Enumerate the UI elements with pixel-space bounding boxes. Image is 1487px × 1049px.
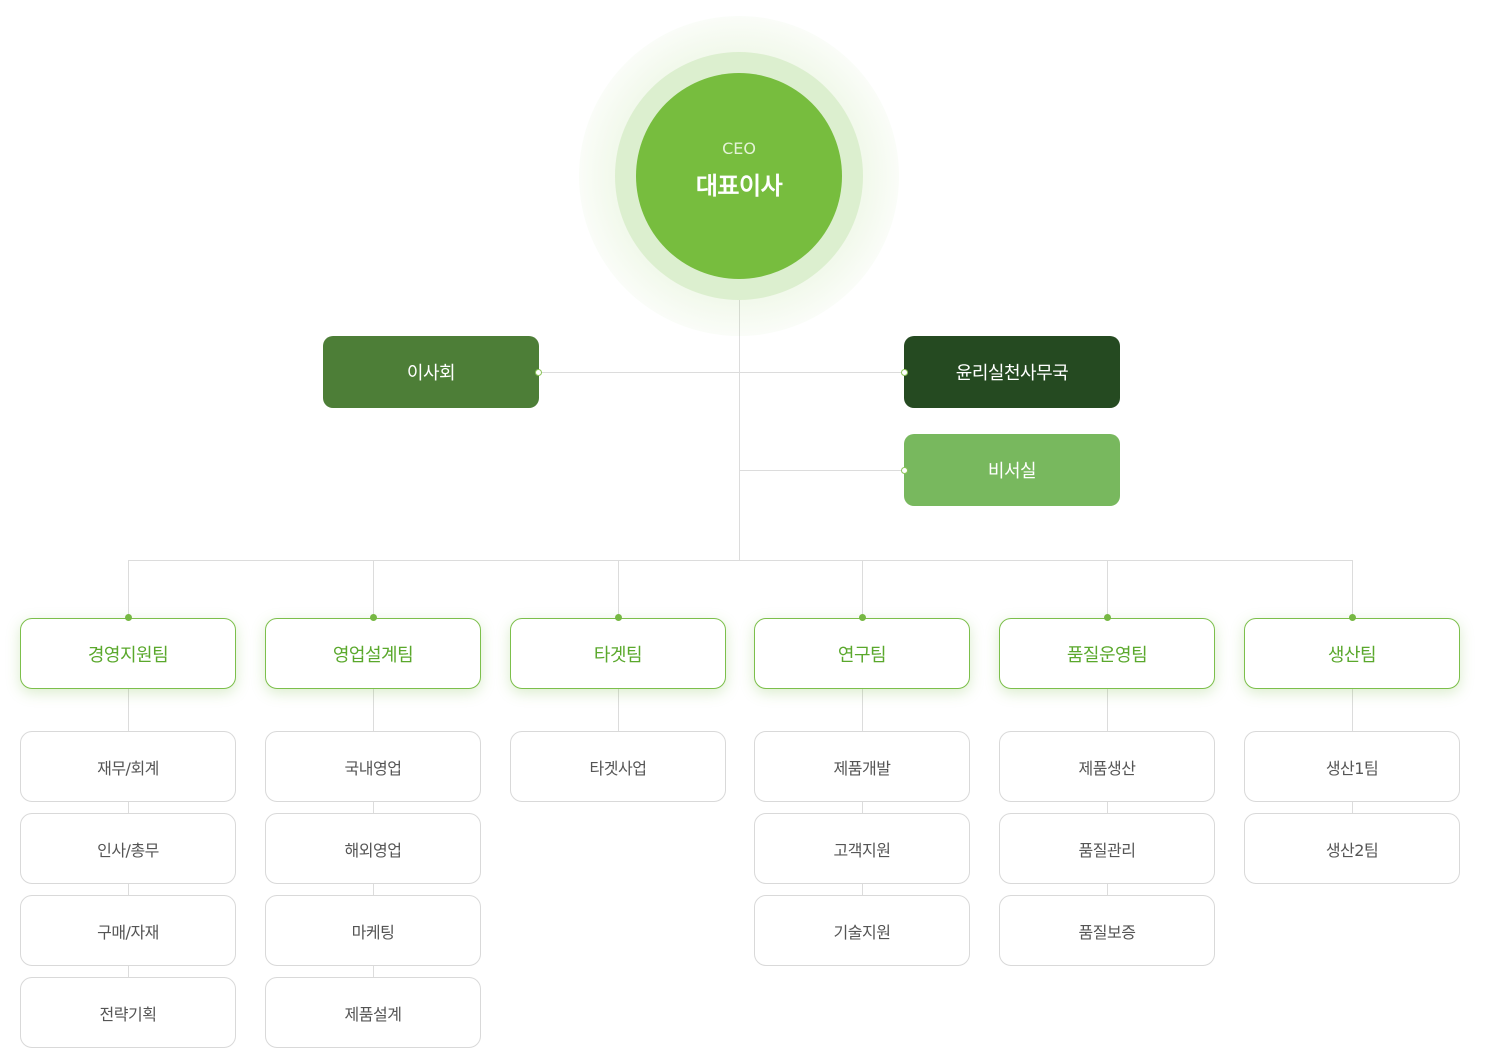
ethics-office-box: 윤리실천사무국 — [904, 336, 1120, 408]
unit-box: 제품개발 — [754, 731, 970, 802]
unit-box: 기술지원 — [754, 895, 970, 966]
connector-board-ethics — [539, 372, 904, 373]
unit-box: 구매/자재 — [20, 895, 236, 966]
ceo-english-label: CEO — [722, 139, 756, 158]
unit-box: 해외영업 — [265, 813, 481, 884]
ceo-korean-label: 대표이사 — [695, 172, 783, 200]
team-connector-dot — [370, 614, 377, 621]
unit-box: 품질보증 — [999, 895, 1215, 966]
secretary-office-box: 비서실 — [904, 434, 1120, 506]
unit-box: 재무/회계 — [20, 731, 236, 802]
connector-team-drop — [862, 560, 863, 618]
unit-box: 국내영업 — [265, 731, 481, 802]
board-connector-dot — [535, 369, 542, 376]
unit-box: 고객지원 — [754, 813, 970, 884]
connector-team-drop — [1107, 560, 1108, 618]
team-box: 영업설계팀 — [265, 618, 481, 689]
unit-box: 제품생산 — [999, 731, 1215, 802]
unit-box: 제품설계 — [265, 977, 481, 1048]
connector-team-drop — [1352, 560, 1353, 618]
unit-box: 전략기획 — [20, 977, 236, 1048]
connector-team-drop — [128, 560, 129, 618]
connector-teams-horizontal — [128, 560, 1352, 561]
team-box: 경영지원팀 — [20, 618, 236, 689]
team-connector-dot — [859, 614, 866, 621]
secretary-connector-dot — [901, 467, 908, 474]
unit-box: 생산2팀 — [1244, 813, 1460, 884]
unit-box: 타겟사업 — [510, 731, 726, 802]
connector-team-drop — [618, 560, 619, 618]
team-connector-dot — [615, 614, 622, 621]
team-box: 품질운영팀 — [999, 618, 1215, 689]
connector-team-drop — [373, 560, 374, 618]
unit-box: 인사/총무 — [20, 813, 236, 884]
team-box: 타겟팀 — [510, 618, 726, 689]
unit-box: 생산1팀 — [1244, 731, 1460, 802]
team-box: 생산팀 — [1244, 618, 1460, 689]
team-box: 연구팀 — [754, 618, 970, 689]
connector-ceo-vertical — [739, 279, 740, 561]
board-box: 이사회 — [323, 336, 539, 408]
connector-secretary — [739, 470, 904, 471]
team-connector-dot — [125, 614, 132, 621]
ceo-node: CEO 대표이사 — [636, 73, 842, 279]
unit-box: 품질관리 — [999, 813, 1215, 884]
ethics-connector-dot — [901, 369, 908, 376]
unit-box: 마케팅 — [265, 895, 481, 966]
connector-units-vertical — [618, 689, 619, 731]
team-connector-dot — [1349, 614, 1356, 621]
team-connector-dot — [1104, 614, 1111, 621]
